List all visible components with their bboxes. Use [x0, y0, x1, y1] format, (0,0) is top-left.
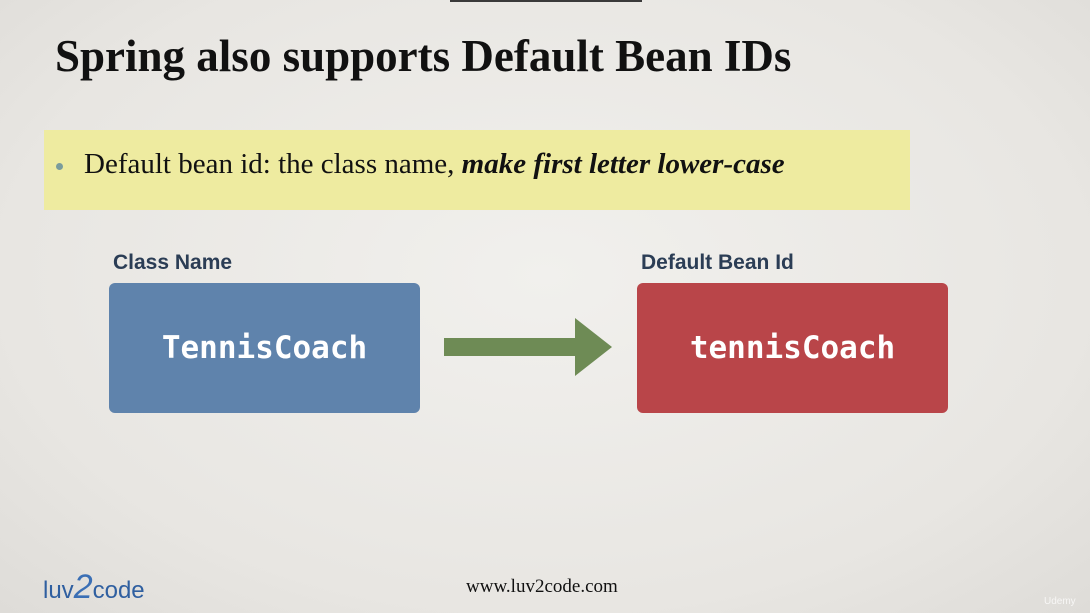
default-bean-id-box: tennisCoach: [637, 283, 948, 413]
logo-suffix: code: [92, 577, 145, 604]
bullet-text-emphasis: make first letter lower-case: [461, 148, 785, 180]
footer-url: www.luv2code.com: [466, 576, 618, 597]
bullet-highlight: [44, 130, 910, 210]
udemy-watermark: Udemy: [1044, 596, 1076, 607]
slide-title: Spring also supports Default Bean IDs: [55, 31, 792, 81]
bullet-dot-icon: [56, 163, 63, 170]
bullet-text: Default bean id: the class name, make fi…: [84, 148, 785, 181]
logo-prefix: luv: [43, 577, 74, 604]
default-bean-id-value: tennisCoach: [689, 330, 896, 366]
default-bean-id-label: Default Bean Id: [641, 251, 794, 274]
luv2code-logo: luv2code: [43, 568, 145, 607]
class-name-label: Class Name: [113, 251, 233, 274]
right-arrow-icon: [444, 318, 612, 376]
bullet-text-plain: Default bean id: the class name,: [84, 148, 462, 180]
top-bar: [450, 0, 642, 2]
logo-two: 2: [73, 568, 93, 606]
class-name-value: TennisCoach: [161, 330, 368, 366]
class-name-box: TennisCoach: [109, 283, 420, 413]
